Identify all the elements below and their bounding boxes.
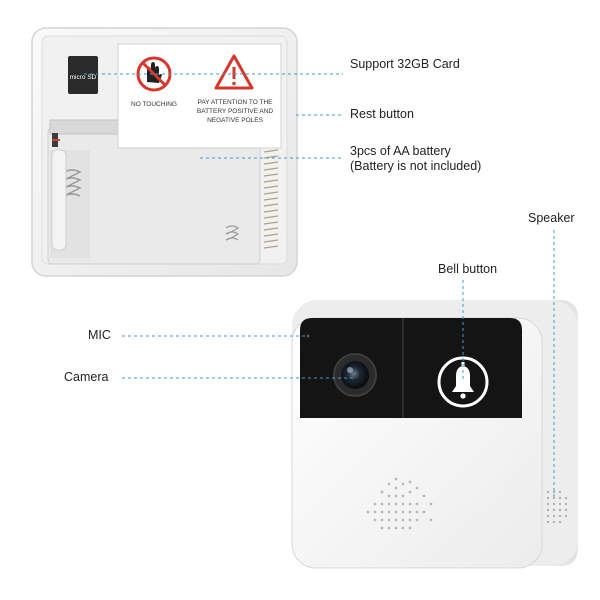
leader-lines bbox=[84, 73, 555, 500]
label-battery: 3pcs of AA battery (Battery is not inclu… bbox=[350, 144, 481, 174]
label-speaker: Speaker bbox=[528, 211, 575, 225]
warning-text-line2: BATTERY POSITIVE AND bbox=[197, 108, 274, 115]
side-speaker-grille bbox=[546, 490, 568, 524]
battery-coil-right bbox=[263, 149, 279, 249]
warning-text-line3: NEGATIVE POLES bbox=[207, 117, 264, 124]
warning-triangle-icon bbox=[214, 54, 254, 90]
label-battery-line2: (Battery is not included) bbox=[350, 159, 482, 173]
label-sd-card: Support 32GB Card bbox=[350, 57, 460, 71]
warning-text-line1: PAY ATTENTION TO THE bbox=[197, 99, 273, 106]
label-mic: MIC bbox=[88, 328, 111, 342]
label-bell-button: Bell button bbox=[438, 262, 498, 276]
sd-logo-text: micro SD bbox=[70, 74, 97, 81]
warning-sticker: NO TOUCHING PAY ATTENTION TO THE BATTERY… bbox=[117, 43, 282, 149]
label-camera: Camera bbox=[64, 370, 109, 384]
doorbell-device bbox=[291, 300, 578, 569]
no-touching-text: NO TOUCHING bbox=[131, 101, 177, 108]
open-battery-case: NO TOUCHING PAY ATTENTION TO THE BATTERY… bbox=[31, 27, 298, 277]
speaker-grille bbox=[366, 477, 433, 530]
label-rest-button: Rest button bbox=[350, 107, 414, 121]
micro-sd-card: micro SD bbox=[68, 56, 98, 94]
mic-hole bbox=[306, 334, 310, 338]
battery-spring-bottom bbox=[225, 225, 240, 241]
label-battery-line1: 3pcs of AA battery bbox=[350, 144, 451, 158]
camera-lens-icon bbox=[333, 353, 377, 397]
